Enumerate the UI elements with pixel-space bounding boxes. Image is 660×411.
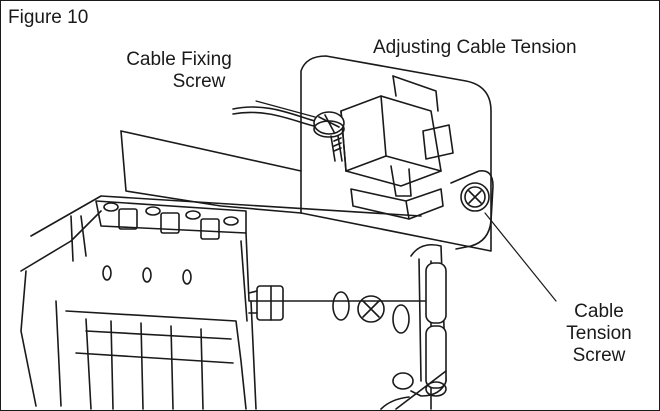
cable-fixing-screw (313, 111, 345, 152)
hinge-column (380, 243, 447, 410)
terminal-block (95, 200, 248, 322)
rail-body (20, 130, 422, 410)
cable-tension-screw (450, 169, 494, 250)
callout-line: Cable (574, 301, 624, 322)
leader-lines (255, 100, 557, 302)
slider-and-pivots (248, 285, 410, 334)
callout-line: Cable Fixing (126, 49, 232, 70)
callout-cable-fixing-screw: Cable Fixing Screw (105, 49, 253, 93)
figure-title: Adjusting Cable Tension (373, 37, 577, 59)
bracket-plate (245, 55, 492, 410)
callout-line: Tension (566, 322, 632, 344)
callout-line: Screw (172, 70, 226, 92)
figure-label: Figure 10 (8, 7, 89, 28)
clamp-assembly (340, 75, 454, 220)
callout-cable-tension-screw: Cable Tension Screw (549, 301, 649, 367)
callout-line: Screw (572, 344, 626, 366)
